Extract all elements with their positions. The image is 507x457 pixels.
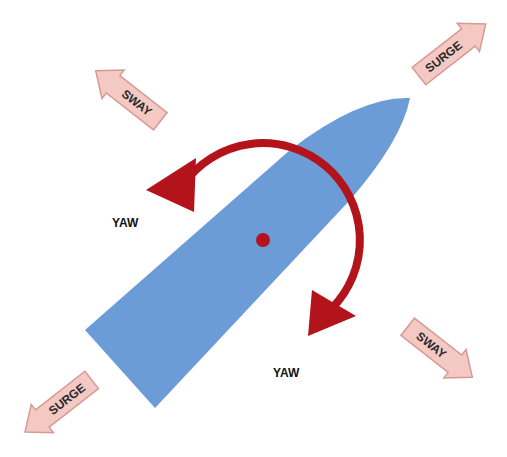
motion-arrow: SURGE bbox=[14, 366, 103, 447]
motion-arrow: SWAY bbox=[397, 313, 484, 392]
yaw-label: YAW bbox=[112, 216, 138, 230]
arrow-outline bbox=[14, 366, 103, 447]
arrow-outline bbox=[408, 10, 497, 91]
yaw-arrowhead bbox=[146, 158, 196, 212]
center-of-gravity-dot bbox=[256, 233, 270, 247]
ship-hull bbox=[85, 98, 410, 408]
yaw-arrowhead bbox=[308, 290, 356, 336]
arrow-outline bbox=[85, 57, 172, 136]
motion-arrow: SWAY bbox=[85, 57, 172, 136]
motion-arrow: SURGE bbox=[408, 10, 497, 91]
yaw-arc bbox=[184, 143, 360, 308]
arrow-outline bbox=[397, 313, 484, 392]
yaw-label: YAW bbox=[273, 366, 299, 380]
